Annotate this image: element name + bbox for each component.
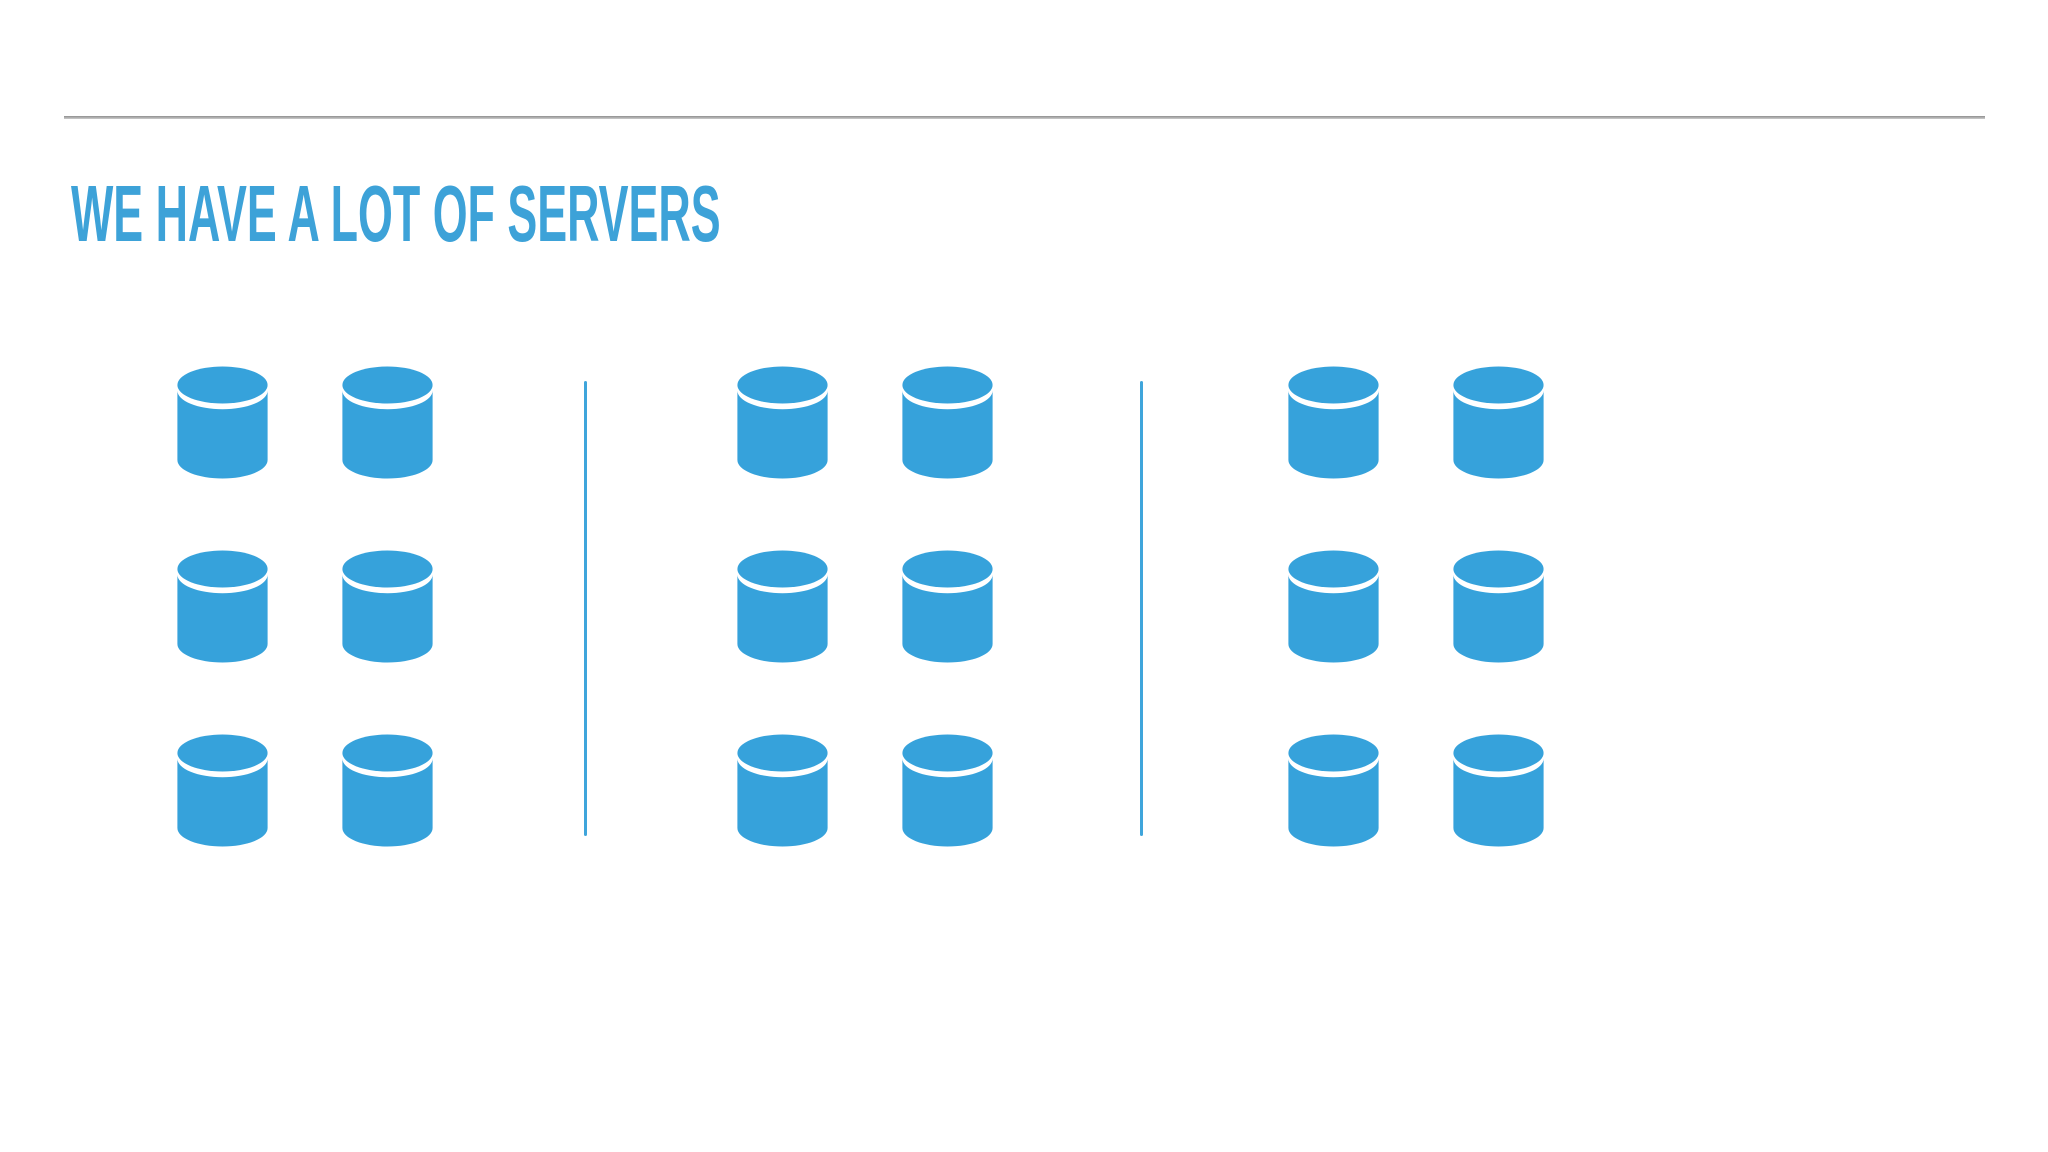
database-cylinder-icon [1451,366,1546,479]
database-cylinder-icon [175,550,270,663]
server-group-2 [735,366,995,847]
group-divider-2 [1140,381,1143,836]
database-cylinder-icon [735,550,830,663]
server-group-1 [175,366,435,847]
slide-title: WE HAVE A LOT OF SERVERS [71,169,721,258]
database-cylinder-icon [1286,550,1381,663]
database-cylinder-icon [1451,734,1546,847]
database-cylinder-icon [175,366,270,479]
database-cylinder-icon [735,366,830,479]
database-cylinder-icon [735,734,830,847]
database-cylinder-icon [340,734,435,847]
database-cylinder-icon [900,550,995,663]
server-group-3 [1286,366,1546,847]
group-divider-1 [584,381,587,836]
database-cylinder-icon [175,734,270,847]
database-cylinder-icon [1286,366,1381,479]
horizontal-rule [64,116,1985,119]
database-cylinder-icon [900,366,995,479]
database-cylinder-icon [340,550,435,663]
database-cylinder-icon [1451,550,1546,663]
database-cylinder-icon [340,366,435,479]
database-cylinder-icon [1286,734,1381,847]
database-cylinder-icon [900,734,995,847]
